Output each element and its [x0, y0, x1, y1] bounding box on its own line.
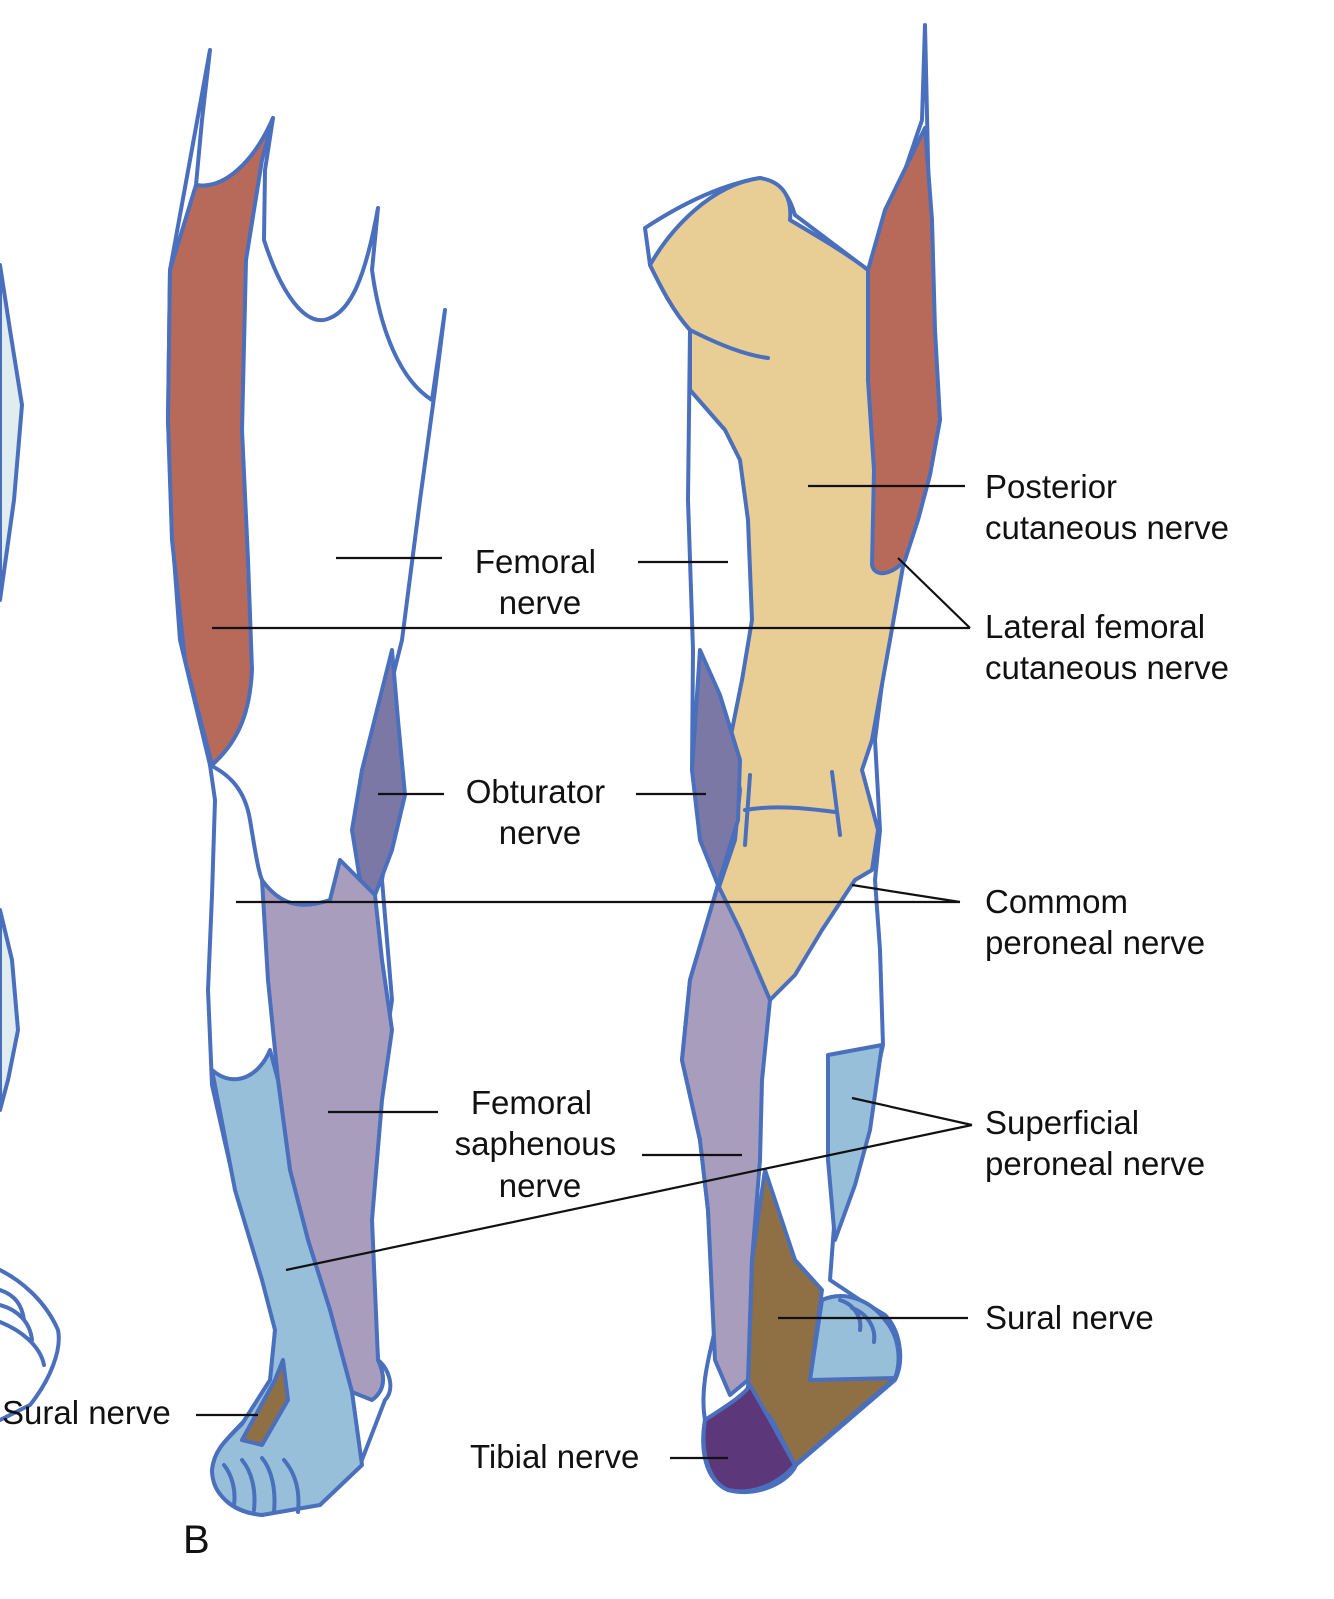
- posterior-heel-toe-lines: [838, 1298, 877, 1344]
- femoral-saphenous-label-line3: nerve: [499, 1167, 582, 1204]
- tibial-nerve-label: Tibial nerve: [470, 1438, 639, 1475]
- posterior-cutaneous-nerve-label: Posterior cutaneous nerve: [985, 468, 1229, 546]
- femoral-nerve-label: Femoral nerve: [475, 543, 605, 621]
- posterior-knee-crease: [743, 770, 842, 847]
- posterior-cutaneous-label-line2: cutaneous nerve: [985, 509, 1229, 546]
- posterior-sural-region: [746, 1168, 897, 1467]
- partial-leg-shin: [0, 263, 24, 602]
- femoral-saphenous-label-line2: saphenous: [455, 1125, 616, 1162]
- lateral-femoral-leader-posterior: [897, 557, 971, 629]
- labels: Femoral nerve Obturator nerve Femoral sa…: [2, 468, 1229, 1562]
- partial-leg-calf: [0, 908, 20, 1112]
- posterior-femoral-saphenous-region: [680, 883, 772, 1397]
- femoral-saphenous-nerve-label: Femoral saphenous nerve: [455, 1084, 626, 1204]
- common-peroneal-leader-posterior: [851, 883, 961, 904]
- femoral-saphenous-label-line1: Femoral: [471, 1084, 592, 1121]
- posterior-gluteal-fold: [688, 328, 770, 360]
- lateral-femoral-label-line1: Lateral femoral: [985, 608, 1205, 645]
- posterior-tibial-region: [701, 1383, 797, 1494]
- anterior-superficial-peroneal-region: [210, 1048, 364, 1517]
- superficial-peroneal-label-line2: peroneal nerve: [985, 1145, 1205, 1182]
- posterior-obturator-region: [690, 648, 742, 887]
- posterior-superficial-peroneal-calf-region: [826, 1043, 884, 1242]
- obturator-nerve-label: Obturator nerve: [466, 773, 615, 851]
- common-peroneal-label-line1: Commom: [985, 883, 1128, 920]
- panel-letter: B: [183, 1518, 210, 1562]
- superficial-peroneal-leader-posterior: [851, 1096, 973, 1127]
- partial-leg-left-edge: [0, 263, 61, 1422]
- common-peroneal-label-line2: peroneal nerve: [985, 924, 1205, 961]
- common-peroneal-nerve-label: Commom peroneal nerve: [985, 883, 1205, 961]
- superficial-peroneal-nerve-label: Superficial peroneal nerve: [985, 1104, 1205, 1182]
- posterior-lateral-femoral-cutaneous-region: [866, 126, 942, 576]
- superficial-peroneal-leader-anterior: [285, 1123, 973, 1272]
- partial-leg-toes: [0, 1268, 61, 1422]
- partial-leg-toe-lines: [0, 1288, 46, 1367]
- femoral-nerve-label-line2: nerve: [499, 584, 582, 621]
- superficial-peroneal-label-line1: Superficial: [985, 1104, 1139, 1141]
- anterior-femoral-saphenous-region: [260, 858, 394, 1402]
- femoral-nerve-label-line1: Femoral: [475, 543, 596, 580]
- obturator-nerve-label-line1: Obturator: [466, 773, 605, 810]
- leader-lines: [196, 484, 973, 1460]
- posterior-cutaneous-label-line1: Posterior: [985, 468, 1117, 505]
- lateral-femoral-cutaneous-nerve-label: Lateral femoral cutaneous nerve: [985, 608, 1229, 686]
- anterior-sural-region: [240, 1358, 290, 1447]
- anterior-foot-toe-lines: [222, 1456, 301, 1514]
- lateral-femoral-label-line2: cutaneous nerve: [985, 649, 1229, 686]
- sural-nerve-label-right: Sural nerve: [985, 1299, 1154, 1336]
- sural-nerve-label-left: Sural nerve: [2, 1394, 171, 1431]
- posterior-leg: [643, 23, 942, 1494]
- obturator-nerve-label-line2: nerve: [499, 814, 582, 851]
- anterior-leg: [166, 48, 447, 1517]
- anterior-knee-line: [208, 763, 264, 882]
